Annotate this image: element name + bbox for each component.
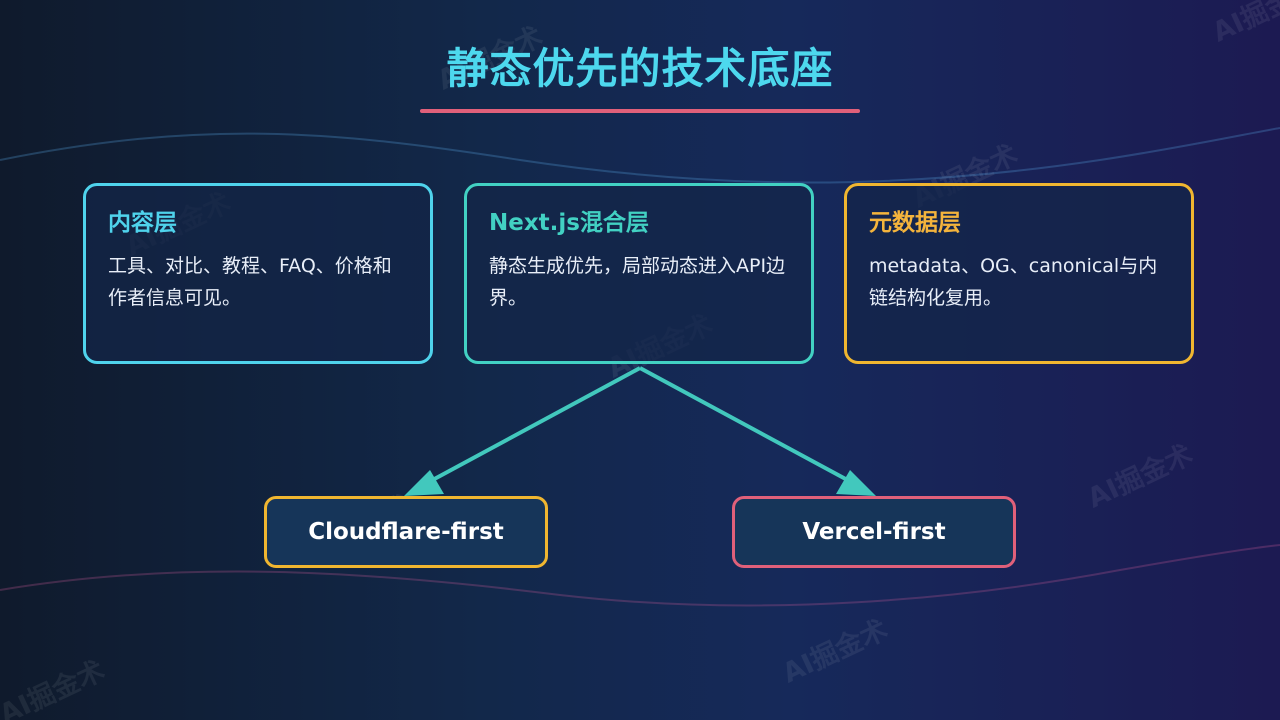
card-body: 工具、对比、教程、FAQ、价格和作者信息可见。 <box>108 255 392 309</box>
card-body: 静态生成优先，局部动态进入API边界。 <box>489 255 786 309</box>
arrowhead-vercel <box>836 470 876 496</box>
title-underline <box>420 109 860 113</box>
card-title: 元数据层 <box>869 210 961 236</box>
background-wave-bottom <box>0 544 1280 607</box>
connector-arrow-vercel <box>639 366 867 492</box>
watermark: AI掘金术 <box>777 614 893 690</box>
connector-arrow-cloudflare <box>413 366 641 492</box>
card-content-layer: 内容层 工具、对比、教程、FAQ、价格和作者信息可见。 <box>83 183 433 364</box>
card-body: metadata、OG、canonical与内链结构化复用。 <box>869 255 1158 309</box>
background-wave-top <box>0 127 1280 184</box>
arrowhead-cloudflare <box>404 470 444 496</box>
watermark: AI掘金术 <box>0 655 110 720</box>
node-vercel-first: Vercel-first <box>732 496 1016 568</box>
node-cloudflare-first: Cloudflare-first <box>264 496 548 568</box>
slide-title: 静态优先的技术底座 <box>446 44 834 93</box>
card-title: Next.js混合层 <box>489 210 649 236</box>
card-nextjs-hybrid-layer: Next.js混合层 静态生成优先，局部动态进入API边界。 <box>464 183 814 364</box>
card-title: 内容层 <box>108 210 177 236</box>
card-metadata-layer: 元数据层 metadata、OG、canonical与内链结构化复用。 <box>844 183 1194 364</box>
watermark: AI掘金术 <box>1082 439 1198 515</box>
